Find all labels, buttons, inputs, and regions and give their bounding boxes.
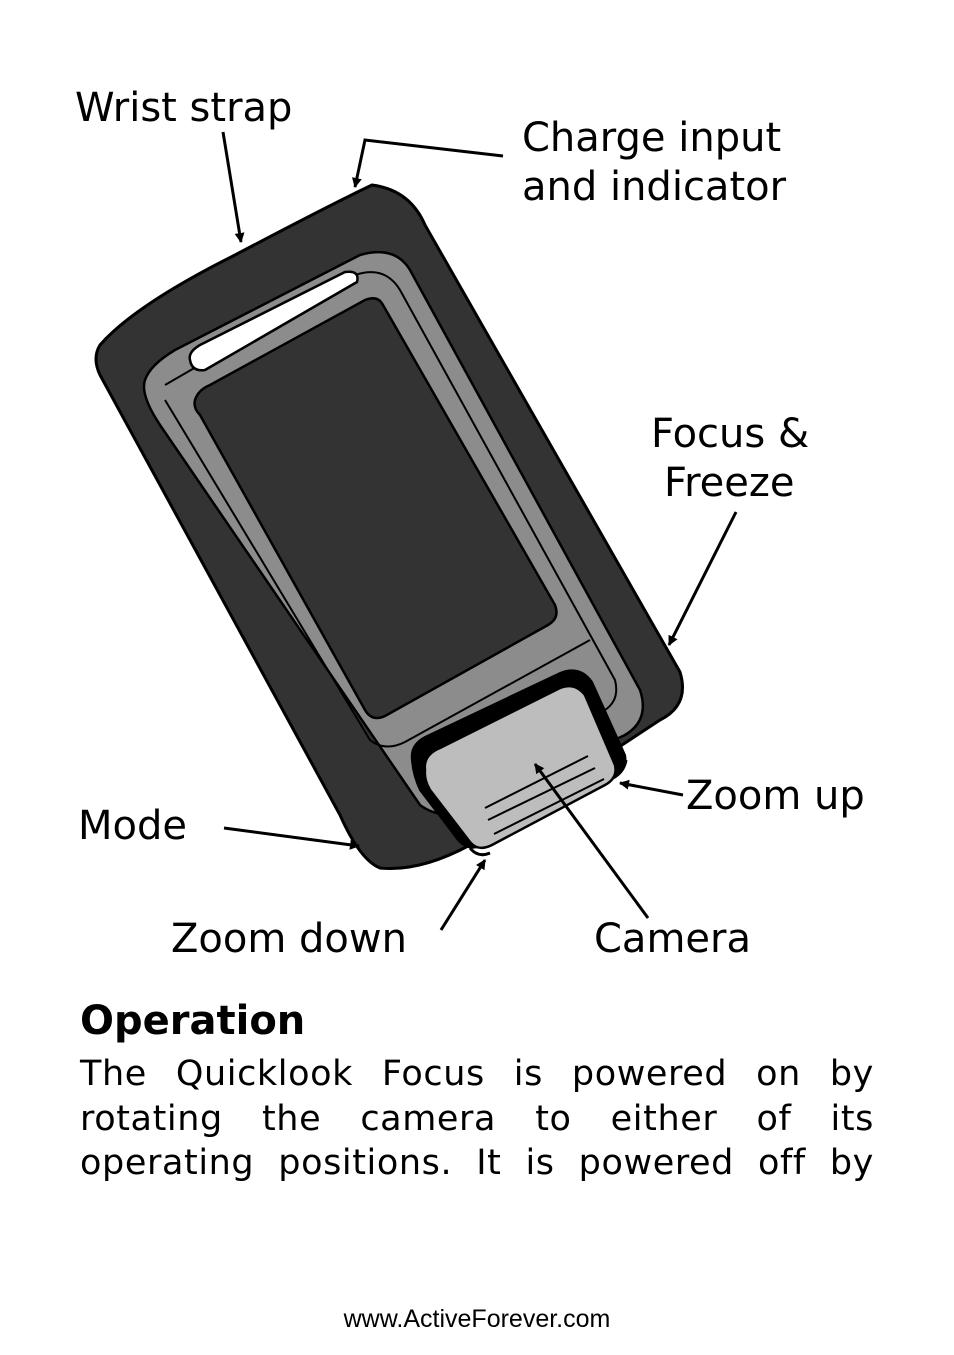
device-diagram: Wrist strap Charge input and indicator F… (75, 85, 865, 962)
zoom-up-pointer (619, 779, 684, 797)
label-wrist-strap: Wrist strap (75, 85, 292, 131)
camera-pointer (533, 763, 650, 919)
label-mode: Mode (78, 803, 187, 849)
screen-frame-lower-edge (164, 399, 591, 748)
mode-pointer (223, 826, 360, 850)
top-highlight-slot (188, 270, 359, 372)
focus-freeze-pointer (667, 511, 738, 646)
charge-input-pointer (351, 138, 504, 188)
camera-lens-line-2 (487, 767, 596, 821)
zoom-up-button (612, 759, 628, 780)
label-zoom-down: Zoom down (171, 916, 407, 962)
display-screen (193, 297, 558, 720)
label-freeze: Freeze (664, 460, 795, 506)
footer-url: www.ActiveForever.com (343, 1305, 611, 1333)
zoom-down-button (468, 847, 491, 857)
body-paragraph: The Quicklook Focus is powered on by rot… (80, 1054, 874, 1183)
camera-lens-line-1 (484, 755, 589, 809)
section-heading: Operation (80, 998, 306, 1044)
label-charge-indicator: and indicator (522, 164, 787, 210)
label-zoom-up: Zoom up (686, 773, 865, 819)
camera-lens-line-3 (493, 778, 605, 835)
zoom-down-pointer (439, 859, 487, 931)
label-charge-input: Charge input (522, 115, 781, 161)
wrist-strap-pointer (221, 131, 245, 243)
label-camera: Camera (594, 916, 751, 962)
screen-frame-inner-edge (164, 271, 618, 711)
label-focus: Focus & (651, 411, 809, 457)
